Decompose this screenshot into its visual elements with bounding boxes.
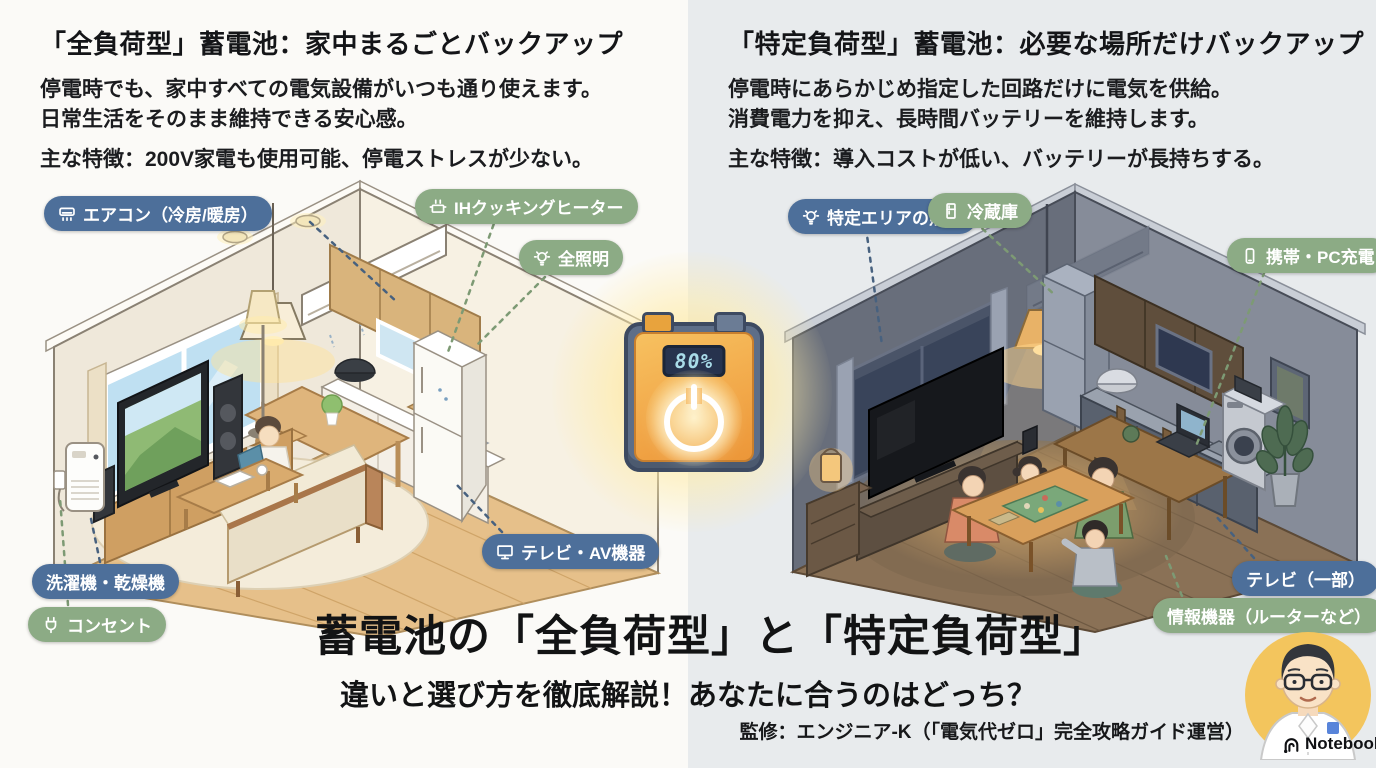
notebooklm-watermark: NotebookLM xyxy=(1282,734,1376,754)
label-fridge: 冷蔵庫 xyxy=(928,193,1032,228)
fridge-dark xyxy=(1042,274,1086,432)
supervisor-credit: 監修：エンジニア-K（「電気代ゼロ」完全攻略ガイド運営） xyxy=(739,722,1244,743)
side-cabinet-lantern xyxy=(805,448,873,578)
label-tv-partial: テレビ（一部） xyxy=(1232,561,1376,596)
lantern xyxy=(820,453,842,483)
label-text: 全照明 xyxy=(558,250,609,269)
label-ih-cooker: IHクッキングヒーター xyxy=(415,189,638,224)
aircon-icon xyxy=(59,207,75,221)
fridge-icon xyxy=(946,202,956,219)
tv xyxy=(117,359,209,509)
right-feature: 主な特徴：導入コストが低い、バッテリーが長持ちする。 xyxy=(728,147,1274,171)
bulb-icon xyxy=(533,250,551,266)
label-text: コンセント xyxy=(67,617,152,636)
mug xyxy=(256,464,268,476)
floor-lamp xyxy=(239,290,287,439)
battery-terminal-negative xyxy=(714,312,746,334)
label-text: 冷蔵庫 xyxy=(967,203,1018,222)
label-info-devices: 情報機器（ルーターなど） xyxy=(1153,598,1376,633)
family-game-table xyxy=(944,456,1136,598)
person-son xyxy=(1061,520,1118,587)
notebooklm-logo-icon xyxy=(1284,737,1299,753)
table-plant xyxy=(321,394,343,416)
board-game xyxy=(987,485,1089,526)
bulb-icon xyxy=(802,209,820,225)
label-tv-av: テレビ・AV機器 xyxy=(482,534,660,569)
washer-dryer-appliance xyxy=(65,442,105,512)
left-desc-2: 日常生活をそのまま維持できる安心感。 xyxy=(40,107,418,131)
battery-icon: 80% xyxy=(624,312,764,472)
label-text: IHクッキングヒーター xyxy=(454,199,624,218)
label-text: テレビ・AV機器 xyxy=(521,544,646,563)
power-icon-stem xyxy=(691,384,697,410)
label-phone-pc-charging: 携帯・PC充電 xyxy=(1227,238,1376,273)
label-text: エアコン（冷房/暖房） xyxy=(83,206,258,225)
rice-cooker xyxy=(334,358,376,382)
right-desc-1: 停電時にあらかじめ指定した回路だけに電気を供給。 xyxy=(728,78,1232,101)
left-desc-1: 停電時でも、家中すべての電気設備がいつも通り使えます。 xyxy=(40,78,602,101)
left-feature: 主な特徴：200V家電も使用可能、停電ストレスが少ない。 xyxy=(40,147,594,171)
speaker-dark xyxy=(1022,424,1038,456)
battery-terminal-positive xyxy=(642,312,674,334)
left-title: 「全負荷型」蓄電池：家中まるごとバックアップ xyxy=(40,29,624,59)
battery-face: 80% xyxy=(634,332,754,466)
sub-title: 違いと選び方を徹底解説！あなたに合うのはどっち？ xyxy=(339,680,1036,712)
pot-icon xyxy=(429,198,447,213)
footer-titles: 蓄電池の「全負荷型」と「特定負荷型」 違いと選び方を徹底解説！あなたに合うのはど… xyxy=(0,602,1376,714)
label-all-lighting: 全照明 xyxy=(519,240,623,275)
phone-icon xyxy=(1245,247,1255,264)
table-plant-dark xyxy=(1122,425,1140,443)
label-aircon: エアコン（冷房/暖房） xyxy=(44,196,272,231)
coffee-table xyxy=(175,457,305,529)
label-text: テレビ（一部） xyxy=(1246,571,1365,590)
label-text: 携帯・PC充電 xyxy=(1266,248,1375,267)
potted-plant xyxy=(1255,405,1314,507)
rice-cooker-dark xyxy=(1096,368,1138,394)
supervisor-avatar xyxy=(1245,632,1371,760)
floor-cushion xyxy=(944,542,996,562)
right-title: 「特定負荷型」蓄電池：必要な場所だけバックアップ xyxy=(728,29,1365,59)
main-title: 蓄電池の「全負荷型」と「特定負荷型」 xyxy=(315,613,1107,661)
monitor-icon xyxy=(497,544,513,559)
right-panel-text: 「特定負荷型」蓄電池：必要な場所だけバックアップ 停電時にあらかじめ指定した回路… xyxy=(728,24,1376,174)
label-text: 洗濯機・乾燥機 xyxy=(46,574,165,593)
watermark-text: NotebookLM xyxy=(1305,734,1376,753)
label-washer-dryer: 洗濯機・乾燥機 xyxy=(32,564,179,599)
label-text: 情報機器（ルーターなど） xyxy=(1167,608,1371,627)
book xyxy=(214,470,256,488)
label-outlet: コンセント xyxy=(28,607,166,642)
right-desc-2: 消費電力を抑え、長時間バッテリーを維持します。 xyxy=(728,107,1209,131)
plug-icon xyxy=(45,616,57,633)
left-panel-text: 「全負荷型」蓄電池：家中まるごとバックアップ 停電時でも、家中すべての電気設備が… xyxy=(40,24,690,174)
refrigerator xyxy=(412,330,488,524)
